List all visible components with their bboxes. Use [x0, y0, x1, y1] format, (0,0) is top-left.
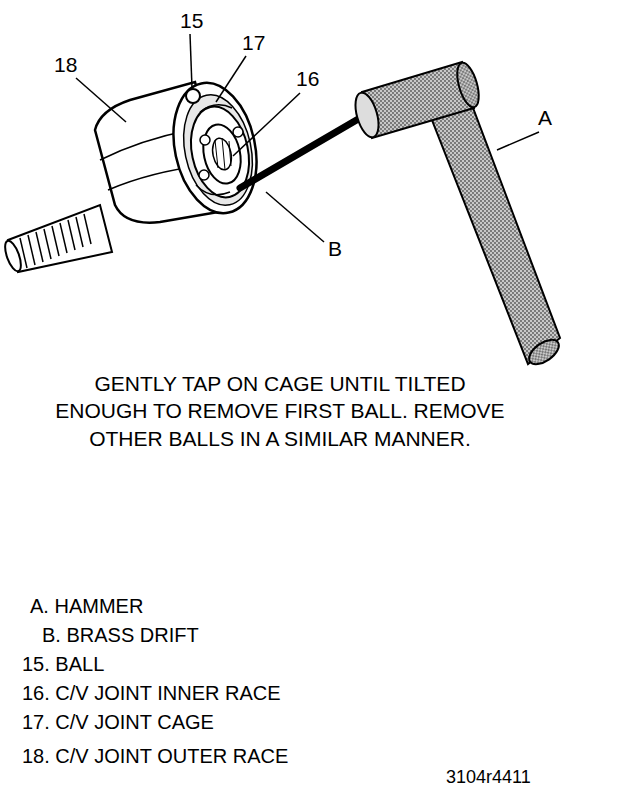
- callout-number: 15: [180, 8, 203, 34]
- outer-race: [95, 75, 268, 223]
- balls: [186, 89, 243, 180]
- hammer: [351, 60, 563, 369]
- shaft: [2, 205, 112, 273]
- callout-letter: A: [538, 105, 552, 131]
- callout-number: 17: [242, 30, 265, 56]
- figure-code: 3104r4411: [446, 766, 531, 789]
- key-entry: 15. BALL: [22, 652, 104, 677]
- leader-lines: [76, 34, 539, 242]
- instruction-note: GENTLY TAP ON CAGE UNTIL TILTED ENOUGH T…: [50, 370, 510, 452]
- callout-number: 16: [296, 66, 319, 92]
- inner-race: [198, 121, 246, 187]
- callout-number: 18: [54, 52, 77, 78]
- key-entry: 18. C/V JOINT OUTER RACE: [22, 744, 288, 769]
- brass-drift: [240, 118, 360, 188]
- key-entry: B. BRASS DRIFT: [42, 623, 199, 648]
- key-entry: A. HAMMER: [30, 594, 143, 619]
- callout-letter: B: [328, 236, 342, 262]
- key-entry: 17. C/V JOINT CAGE: [22, 710, 214, 735]
- key-entry: 16. C/V JOINT INNER RACE: [22, 681, 281, 706]
